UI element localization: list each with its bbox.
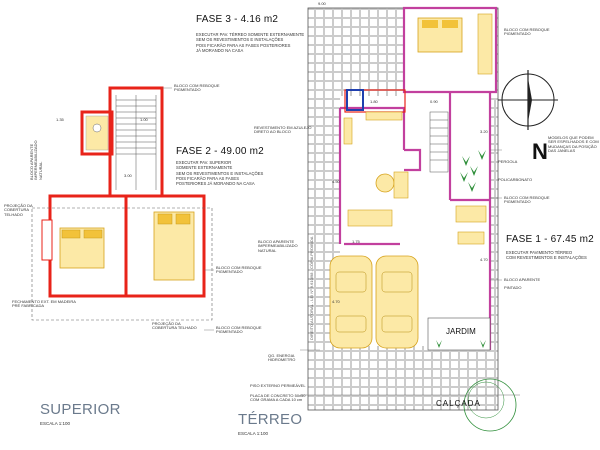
kitchen-counter (365, 111, 403, 121)
label-pergola: PERGOLA (498, 159, 518, 164)
living-sofa (455, 205, 487, 223)
ground-wardrobe (477, 13, 493, 75)
ground-stairs (429, 111, 449, 173)
label-pintado: PINTADO (504, 285, 522, 290)
upper-bath-wall (80, 110, 114, 156)
label-fechamento: FECHAMENTO EXT. EM MADEIRA PRÉ FABRICADA (12, 299, 76, 309)
upper-floor-plan (31, 86, 213, 321)
dim-right-2: 4.70 (480, 257, 488, 262)
superior-scale: ESCALA 1:100 (40, 421, 71, 426)
fase1-title: FASE 1 - 67.45 m2 (506, 234, 594, 245)
fase3-notes: EXECUTAR PAV. TÉRREO SOMENTE EXTERNAMENT… (196, 32, 305, 53)
garage-cars (329, 255, 419, 349)
label-policarbonato: POLICARBONATO (498, 177, 533, 182)
dining-table (375, 173, 395, 193)
dim-top: 9.00 (318, 1, 326, 6)
label-bloco-reboque-4: BLOCO COM REBOQUE PIGMENTADO (504, 27, 550, 37)
fase2-title: FASE 2 - 49.00 m2 (176, 146, 264, 157)
superior-title: SUPERIOR (40, 401, 121, 418)
label-direito-autoral: DIREITO AUTORAL - LEI Nº 9.610/98 - CÓPI… (309, 236, 314, 340)
dim-small-1: 1.80 (370, 99, 378, 104)
label-jardim: JARDIM (446, 327, 476, 336)
pergola-plants (460, 150, 486, 192)
fase3-title: FASE 3 - 4.16 m2 (196, 14, 279, 25)
dim-mid: 1.75 (352, 239, 360, 244)
fase1-notes: EXECUTAR PAVIMENTO TÉRREO COM REVESTIMEN… (506, 250, 587, 261)
dim-right-1: 3.20 (480, 129, 488, 134)
dim-left-2: 4.70 (332, 299, 340, 304)
label-calcada: CALÇADA (436, 399, 481, 408)
terreo-title: TÉRREO (238, 411, 303, 428)
dim-sup-2: 3.00 (124, 173, 132, 178)
dim-small-2: 0.90 (430, 99, 438, 104)
label-qg-energia: QG. ENERGIA HIDROMETRO (268, 353, 296, 363)
label-bloco-reboque-1: BLOCO COM REBOQUE PIGMENTADO (174, 83, 220, 93)
toilet-icon (92, 123, 102, 133)
label-placa-concreto: PLACA DE CONCRETO 50x50 COM GRAMA A CADA… (250, 393, 306, 403)
label-bloco-reboque-3: BLOCO COM REBOQUE PIGMENTADO (216, 325, 262, 335)
upper-stairs (115, 95, 157, 190)
north-arrow (498, 70, 558, 130)
label-bloco-reboque-2: BLOCO COM REBOQUE PIGMENTADO (216, 265, 262, 275)
sidewalk-tree (463, 378, 517, 432)
terreo-scale: ESCALA 1:100 (238, 431, 269, 436)
label-impermeabilizado-vertical: BLOCO APARENTE IMPERMEABILIZADO NATURAL (29, 140, 43, 180)
ground-floor-plan (300, 6, 520, 432)
north-label: N (532, 139, 548, 164)
label-modelos: MODELOS QUE PODEM SER ESPELHADOS E COM M… (548, 135, 599, 154)
upper-side-window (41, 219, 53, 261)
sofa (347, 209, 393, 227)
label-projecao-2: PROJEÇÃO DA COBERTURA TELHADO (152, 321, 197, 331)
label-impermeabilizado: BLOCO APARENTE IMPERMEABILIZADO NATURAL (258, 239, 298, 253)
upper-roof-projection (31, 207, 213, 321)
label-bloco-reboque-5: BLOCO COM REBOQUE PIGMENTADO (504, 195, 550, 205)
dim-sup-1: 1.35 (56, 117, 64, 122)
label-bloco-aparente: BLOCO APARENTE (504, 277, 541, 282)
upper-bath-fixtures (85, 115, 109, 151)
ground-bath-blue (346, 89, 364, 111)
annotation-leaders (162, 87, 502, 351)
label-piso-externo: PISO EXTERNO PERMEÁVEL (250, 383, 306, 388)
fase2-notes: EXECUTAR PAV. SUPERIOR SOMENTE EXTERNAME… (176, 160, 264, 186)
ground-walls-magenta (338, 6, 498, 350)
label-projecao-1: PROJEÇÃO DA COBERTURA TELHADO (4, 203, 33, 217)
dim-left-1: 4.50 (332, 179, 340, 184)
dim-sup-3: 1.00 (140, 117, 148, 122)
label-revestimento: REVESTIMENTO EM AZULEJO DIRETO AO BLOCO (254, 125, 312, 135)
